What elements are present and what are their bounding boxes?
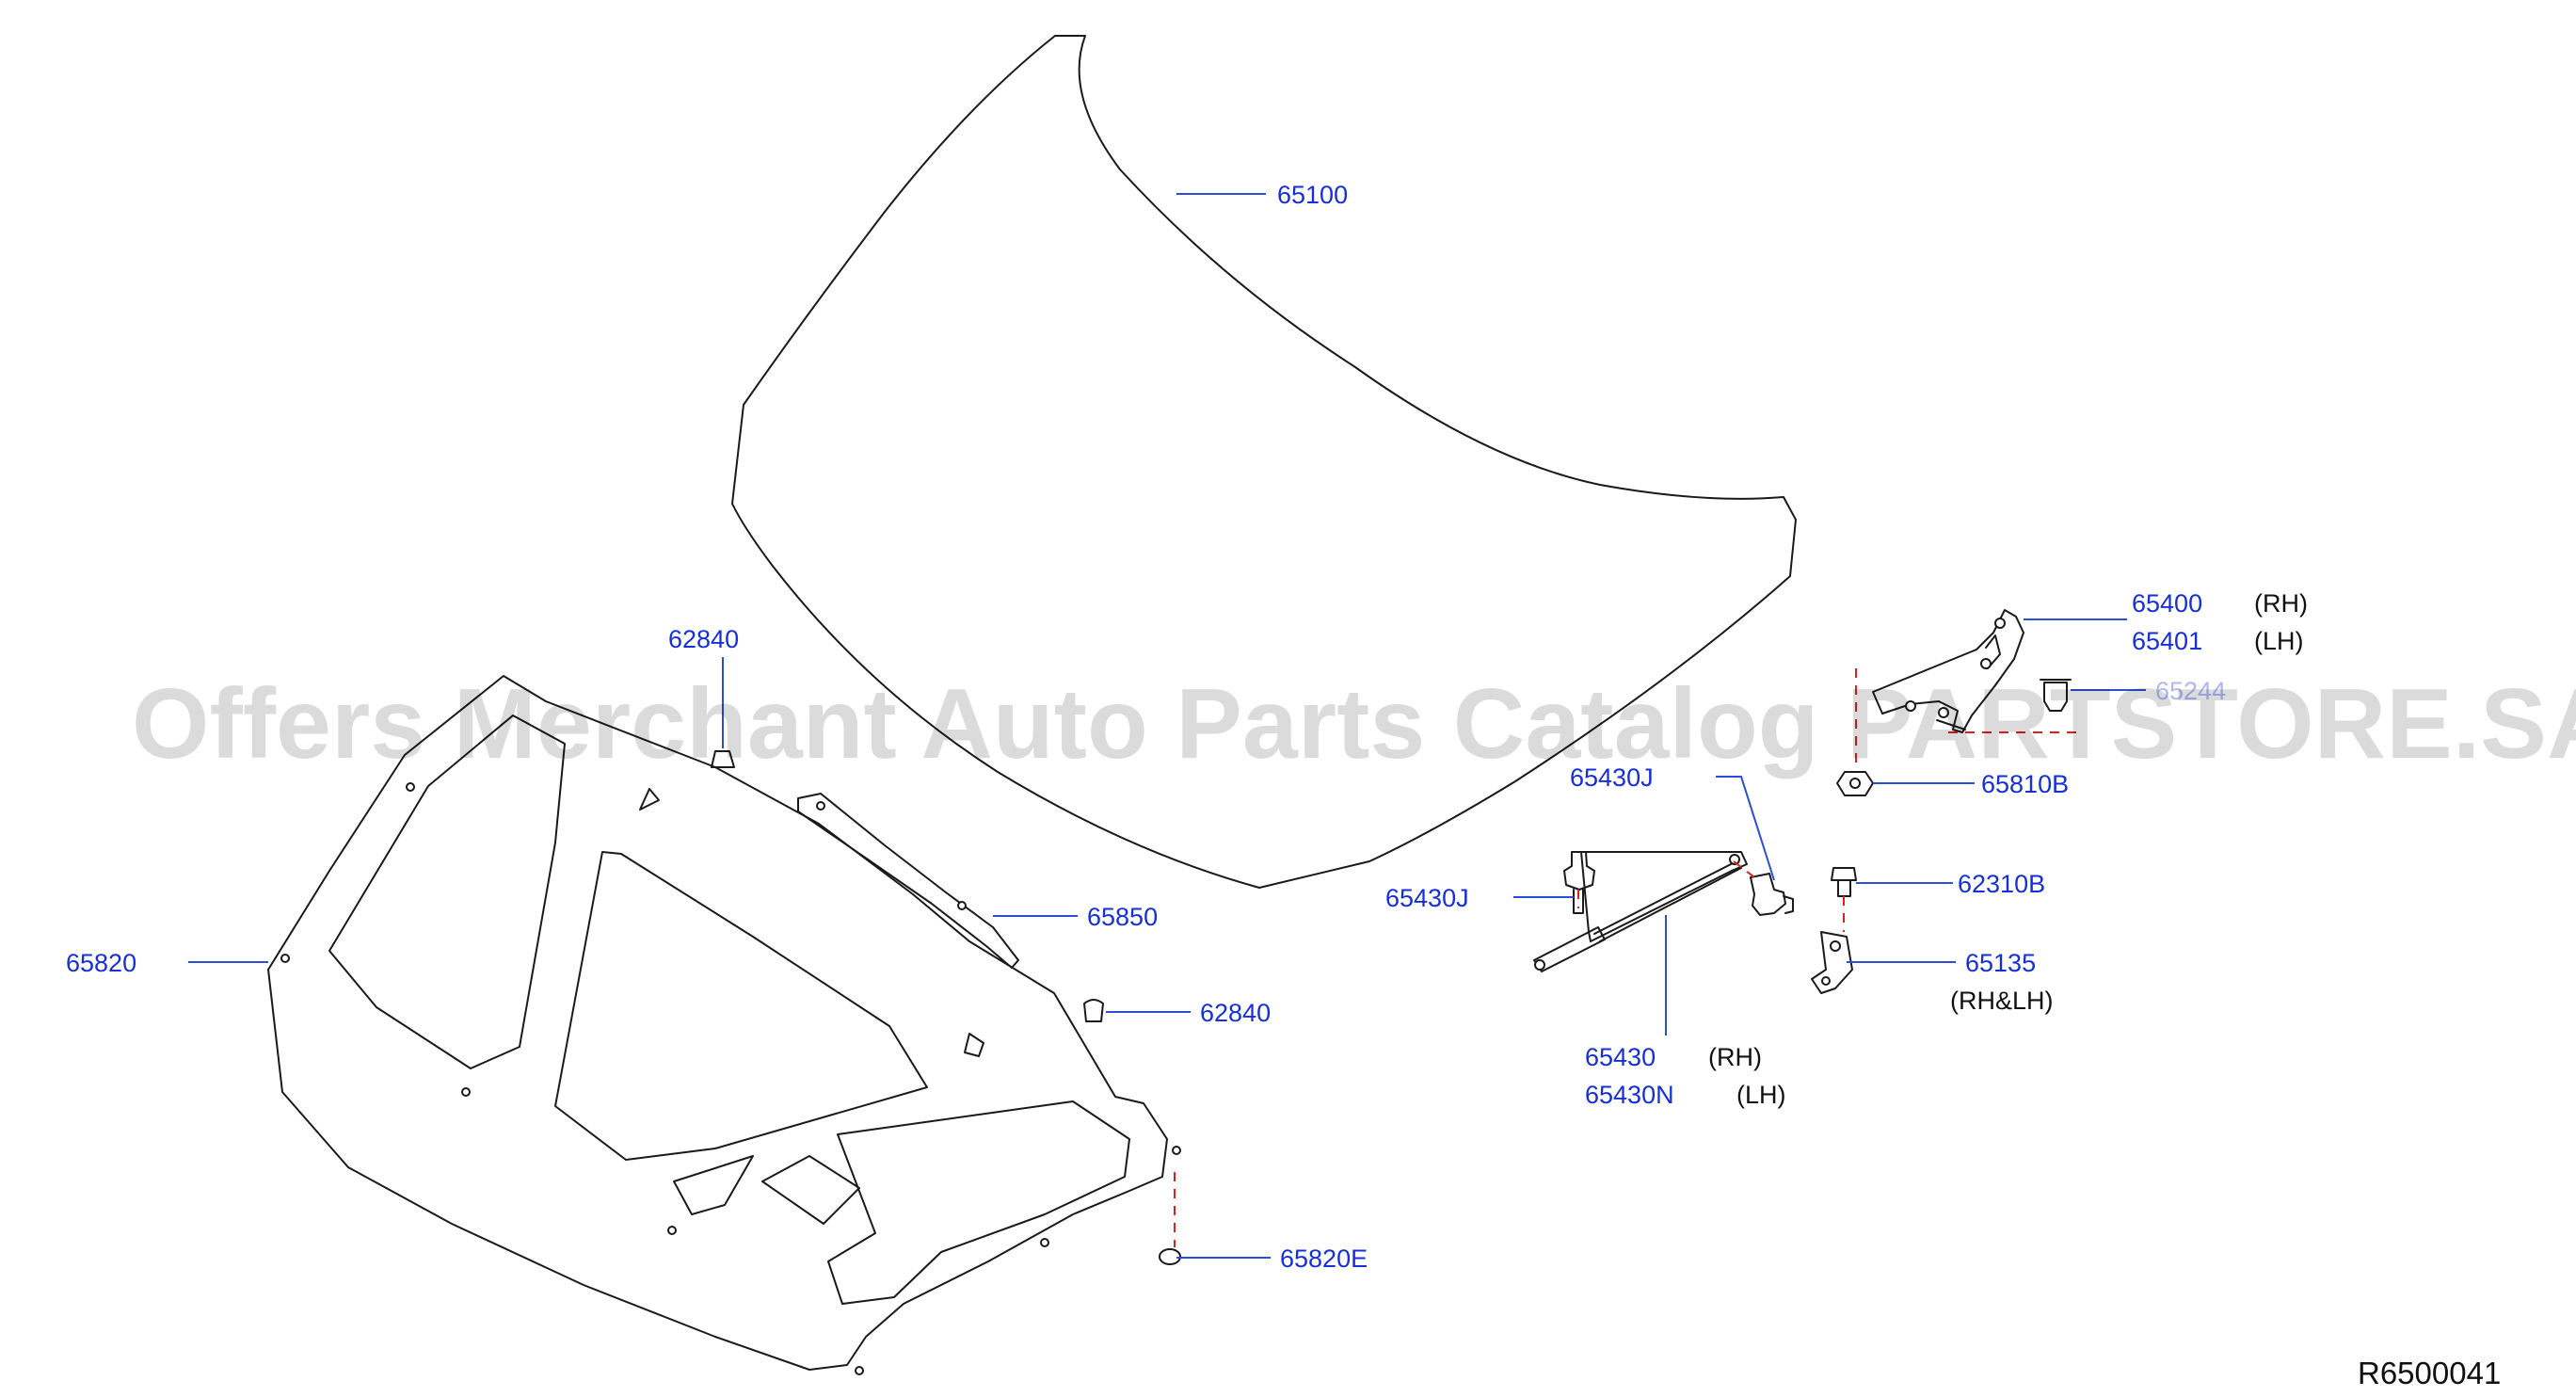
diagram-reference-code: R6500041 — [2358, 1356, 2501, 1390]
label-65400-side: (RH) — [2254, 589, 2308, 618]
stay-stud-lower[interactable] — [1563, 851, 1595, 914]
bumper-rubber-upper[interactable] — [711, 750, 735, 768]
hood-stay[interactable] — [1533, 851, 1748, 972]
label-65430[interactable]: 65430 — [1585, 1043, 1656, 1071]
label-65850[interactable]: 65850 — [1087, 903, 1158, 931]
hood-panel[interactable] — [731, 35, 1797, 889]
label-65430-side: (RH) — [1708, 1043, 1762, 1071]
stay-bracket[interactable] — [1811, 931, 1853, 994]
hood-insulator[interactable] — [267, 675, 1181, 1375]
bracket-bolt[interactable] — [1831, 867, 1857, 897]
label-65400[interactable]: 65400 — [2132, 589, 2202, 618]
label-62840-upper[interactable]: 62840 — [668, 625, 739, 653]
leader-lines — [188, 193, 2146, 1259]
label-65430n[interactable]: 65430N — [1585, 1081, 1674, 1109]
watermark: Offers Merchant Auto Parts Catalog PARTS… — [132, 668, 2576, 779]
label-65401[interactable]: 65401 — [2132, 627, 2202, 655]
label-65430j-lower[interactable]: 65430J — [1385, 884, 1469, 912]
dashed-assembly-links — [1174, 668, 2080, 1247]
label-65244[interactable]: 65244 — [2155, 677, 2226, 705]
label-65135[interactable]: 65135 — [1965, 949, 2036, 977]
label-65820e[interactable]: 65820E — [1280, 1244, 1368, 1273]
hinge-bolt[interactable] — [2040, 679, 2072, 712]
label-65401-side: (LH) — [2254, 627, 2304, 655]
bumper-rubber-lower[interactable] — [1083, 999, 1104, 1022]
hinge-nut[interactable] — [1836, 771, 1874, 796]
label-65100[interactable]: 65100 — [1277, 181, 1348, 209]
label-65430j-upper[interactable]: 65430J — [1570, 763, 1654, 792]
label-65430n-side: (LH) — [1736, 1081, 1786, 1109]
label-62840-lower[interactable]: 62840 — [1200, 999, 1271, 1027]
label-62310b[interactable]: 62310B — [1958, 870, 2045, 898]
label-65820[interactable]: 65820 — [66, 949, 136, 977]
label-65810b[interactable]: 65810B — [1981, 770, 2069, 798]
stay-stud-upper[interactable] — [1750, 873, 1794, 916]
hood-seal[interactable] — [797, 793, 1019, 969]
label-65135-side: (RH&LH) — [1950, 987, 2054, 1015]
part-labels: 65100 65820 65820E 65850 62840 62840 654… — [66, 181, 2308, 1273]
hood-hinge[interactable] — [1872, 609, 2024, 733]
